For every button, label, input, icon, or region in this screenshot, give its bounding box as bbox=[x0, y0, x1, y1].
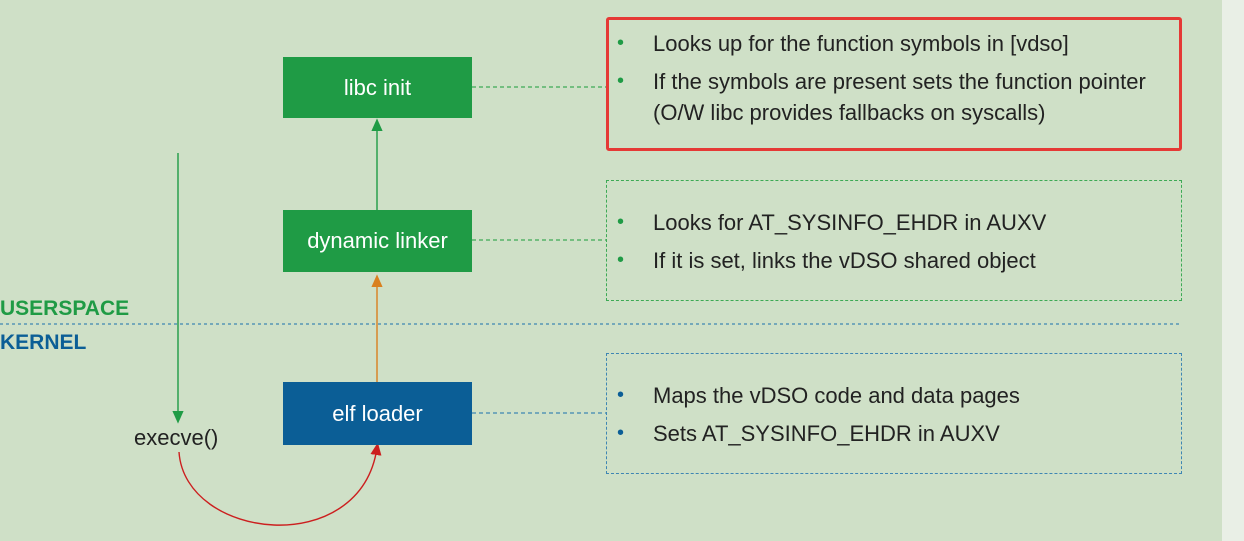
callout-item: Maps the vDSO code and data pages bbox=[617, 380, 1167, 411]
loader-callout: Maps the vDSO code and data pages Sets A… bbox=[606, 353, 1182, 474]
elf-loader-box: elf loader bbox=[283, 382, 472, 445]
libc-callout: Looks up for the function symbols in [vd… bbox=[606, 17, 1182, 151]
libc-init-box: libc init bbox=[283, 57, 472, 118]
execve-label: execve() bbox=[134, 425, 219, 450]
kernel-label: KERNEL bbox=[0, 331, 87, 354]
execve-curve-arrow bbox=[178, 442, 382, 526]
callout-item: If it is set, links the vDSO shared obje… bbox=[617, 245, 1167, 276]
callout-item: Sets AT_SYSINFO_EHDR in AUXV bbox=[617, 418, 1167, 449]
dynamic-linker-box: dynamic linker bbox=[283, 210, 472, 272]
callout-item: Looks up for the function symbols in [vd… bbox=[617, 28, 1165, 59]
userspace-label: USERSPACE bbox=[0, 297, 130, 320]
callout-item: Looks for AT_SYSINFO_EHDR in AUXV bbox=[617, 207, 1167, 238]
linker-callout: Looks for AT_SYSINFO_EHDR in AUXV If it … bbox=[606, 180, 1182, 301]
right-margin-strip bbox=[1222, 0, 1244, 541]
callout-item: If the symbols are present sets the func… bbox=[617, 66, 1165, 128]
